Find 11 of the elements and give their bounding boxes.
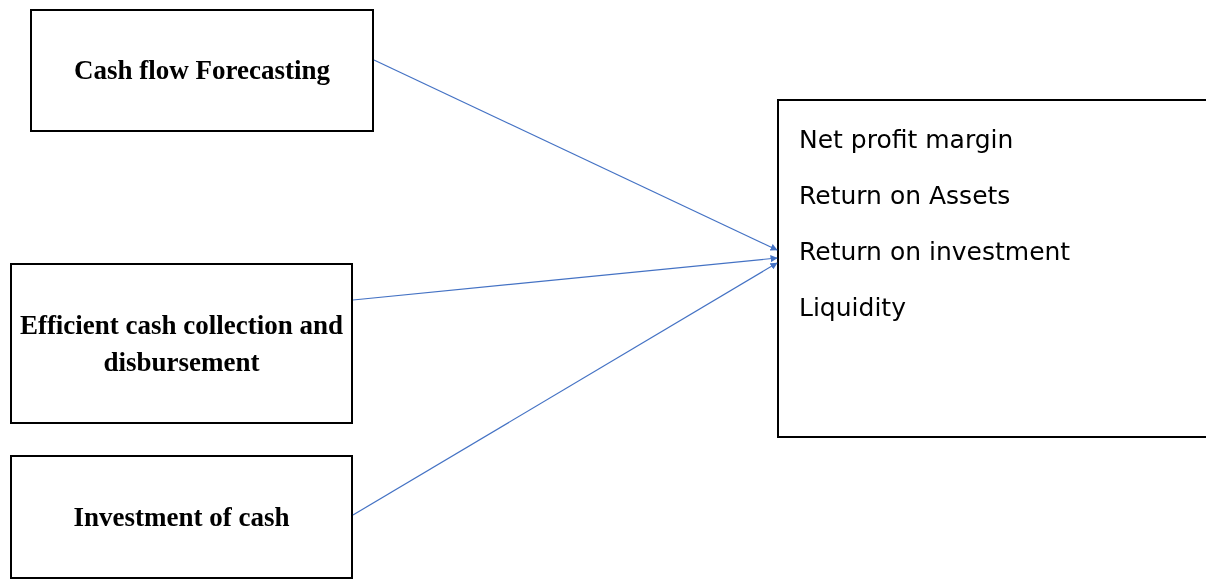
concept-box: Investment of cash — [10, 455, 353, 579]
arrow — [352, 262, 778, 516]
outcome-item: Return on Assets — [799, 181, 1012, 210]
outcome-item: Return on investment — [799, 237, 1072, 266]
arrow — [373, 59, 778, 251]
outcome-item: Net profit margin — [799, 125, 1015, 154]
concept-box: Efficient cash collection and disbursement — [10, 263, 353, 424]
outcome-item: Liquidity — [799, 293, 907, 322]
arrow — [352, 255, 778, 301]
outcome-box — [777, 99, 1206, 438]
concept-box: Cash flow Forecasting — [30, 9, 374, 132]
